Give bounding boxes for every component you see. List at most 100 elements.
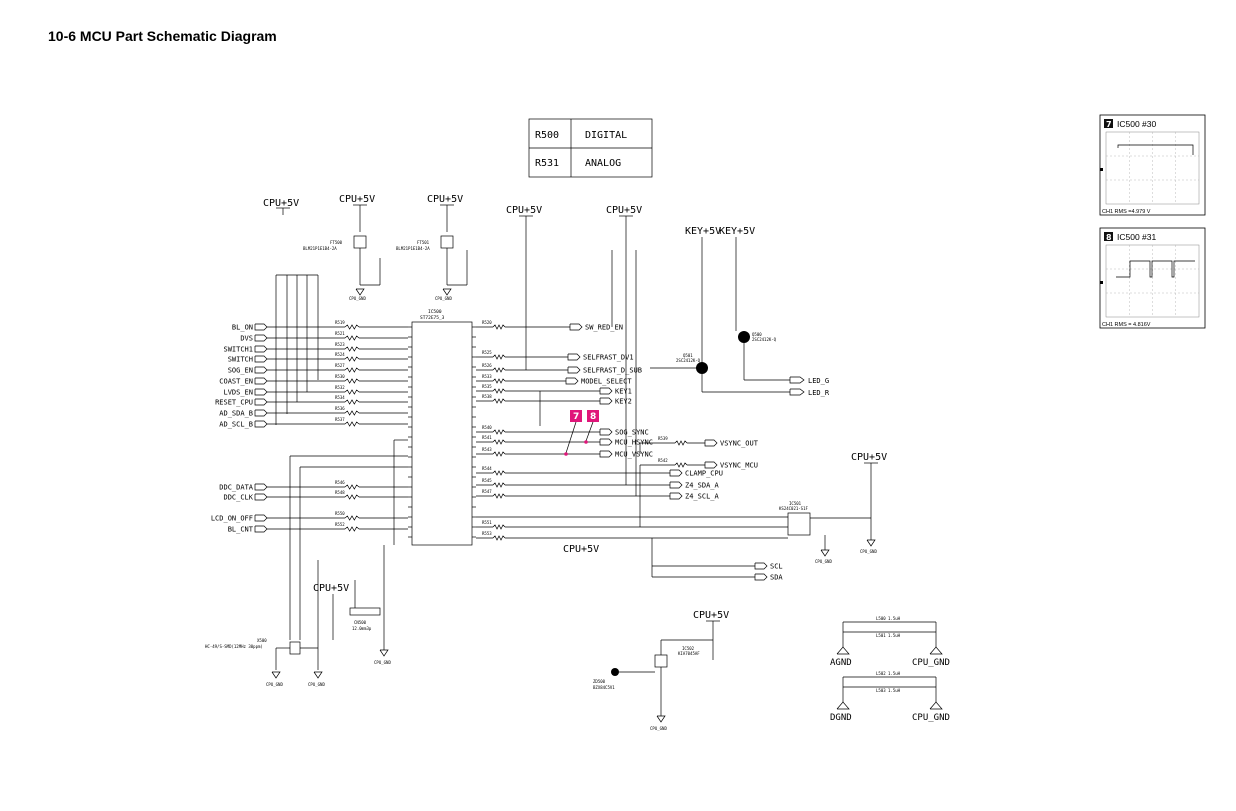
eeprom-part: KS24C021-S1F xyxy=(779,506,808,511)
resistor-r527: R527 xyxy=(335,363,345,368)
crystal-desc: HC-49/S-SMD(12MHz 30ppm) xyxy=(205,644,263,649)
ferrite-part-1: BLM21P1E1B4-2A xyxy=(303,246,337,251)
resistor-r538: R538 xyxy=(482,394,492,399)
gnd-label-2: CPU_GND xyxy=(435,296,452,301)
scope-badge xyxy=(1104,232,1113,241)
table-ref-2: R531 xyxy=(535,158,559,169)
resistor-r552: R552 xyxy=(335,522,345,527)
gnd-label-eeprom: CPU_GND xyxy=(815,559,832,564)
signal-scl: SCL xyxy=(770,563,783,571)
resistor-r548: R548 xyxy=(335,490,345,495)
signal-sog-sync: SOG_SYNC xyxy=(615,429,649,437)
ferrite-filters: FT500 BLM21P1E1B4-2A CPU_GND FT501 BLM21… xyxy=(303,235,468,301)
ic-part: ST72E75_3 xyxy=(420,315,445,321)
eeprom-block: IC501 KS24C021-S1F CPU_GND CPU_GND xyxy=(779,501,877,564)
connector-desc: 12.0mm3p xyxy=(352,626,372,631)
page-title: 10-6 MCU Part Schematic Diagram xyxy=(48,28,277,44)
signal-mcu-hsync: MCU_HSYNC xyxy=(615,439,653,447)
gnd-legend-right: CPU_GND xyxy=(912,658,950,668)
signal-model-select: MODEL_SELECT xyxy=(581,378,632,386)
signal-led-g: LED_G xyxy=(808,377,829,385)
q501-part: 2SC2412K-Q xyxy=(676,358,701,363)
resistor-r525: R525 xyxy=(482,350,492,355)
signal-z4-sda-a: Z4_SDA_A xyxy=(685,482,720,490)
scope-badge xyxy=(1104,119,1113,128)
signal-ad-scl-b: AD_SCL_B xyxy=(219,421,253,429)
table-ref-1: R500 xyxy=(535,130,559,141)
q500-part: 2SC2412K-Q xyxy=(752,337,777,342)
resistor-r547: R547 xyxy=(482,489,492,494)
reset-ic-block: IC502 KIA7045AF ZD500 BZX84C5V1 CPU_GND xyxy=(593,639,713,731)
signal-switch: SWITCH xyxy=(228,356,253,364)
resistor-r553: R553 xyxy=(482,531,492,536)
marker-8-label: 8 xyxy=(590,412,596,422)
reset-ic-part: KIA7045AF xyxy=(678,651,700,656)
eeprom-ref: IC501 xyxy=(789,501,802,506)
signal-clamp-cpu: CLAMP_CPU xyxy=(685,470,723,478)
marker-7 xyxy=(570,410,582,422)
gnd-label-x2: CPU_GND xyxy=(308,682,325,687)
table-mode-1: DIGITAL xyxy=(585,130,627,141)
selection-table: R500 DIGITAL R531 ANALOG xyxy=(528,118,653,178)
ferrite-part-2: BLM21P1E1B4-2A xyxy=(396,246,430,251)
power-label-5: CPU+5V xyxy=(606,205,642,216)
gnd-legend-right: CPU_GND xyxy=(912,713,950,723)
power-label-7: KEY+5V xyxy=(719,226,755,237)
signal-key2: KEY2 xyxy=(615,398,632,406)
zener-part: BZX84C5V1 xyxy=(593,685,615,690)
signal-key1: KEY1 xyxy=(615,388,632,396)
power-label-11: CPU+5V xyxy=(693,610,729,621)
power-label-6: KEY+5V xyxy=(685,226,721,237)
power-label-10: CPU+5V xyxy=(313,583,349,594)
signal-bl-on: BL_ON xyxy=(232,324,253,332)
left-signal-group-lower: DDC_DATAR546DDC_CLKR548LCD_ON_OFFR550BL_… xyxy=(211,439,408,640)
power-label-4: CPU+5V xyxy=(506,205,542,216)
resistor-r519: R519 xyxy=(335,320,345,325)
power-label-2: CPU+5V xyxy=(339,194,375,205)
signal-z4-scl-a: Z4_SCL_A xyxy=(685,493,720,501)
signal-ddc-clk: DDC_CLK xyxy=(223,494,253,502)
signal-sog-en: SOG_EN xyxy=(228,367,253,375)
marker-7-label: 7 xyxy=(573,412,579,422)
gnd-label-ic: CPU_GND xyxy=(374,660,391,665)
signal-vsync-mcu: VSYNC_MCU xyxy=(720,462,758,470)
resistor-r530: R530 xyxy=(335,374,345,379)
gnd-label-reset: CPU_GND xyxy=(650,726,667,731)
signal-mcu-vsync: MCU_VSYNC xyxy=(615,451,653,459)
inductor-label: L502 1.5uH xyxy=(876,671,901,676)
led-driver: Q500 2SC2412K-Q Q501 2SC2412K-Q LED_G LE… xyxy=(650,260,830,397)
signal-vsync-out: VSYNC_OUT xyxy=(720,440,759,448)
resistor-r550: R550 xyxy=(335,511,345,516)
scope-rms: CH1 RMS =4.979 V xyxy=(1102,209,1151,215)
signal-sw-red-en: SW_RED_EN xyxy=(585,324,623,332)
resistor-r523: R523 xyxy=(335,342,345,347)
signal-ad-sda-b: AD_SDA_B xyxy=(219,410,253,418)
table-mode-2: ANALOG xyxy=(585,158,621,169)
scope-badge-label: 8 xyxy=(1106,233,1112,242)
signal-dvs: DVS xyxy=(240,335,253,343)
ic-ref: IC500 xyxy=(428,309,442,315)
resistor-r520: R520 xyxy=(482,320,492,325)
reset-ic-ref: IC502 xyxy=(682,646,695,651)
mcu-ic: IC500 ST72E75_3 xyxy=(408,309,476,546)
pullup-bank-left xyxy=(275,274,319,425)
gnd-label-1: CPU_GND xyxy=(349,296,366,301)
q501-ref: Q501 xyxy=(683,353,693,358)
signal-selfrast-d-sub: SELFRAST_D_SUB xyxy=(583,367,642,375)
scope-title: IC500 #31 xyxy=(1117,232,1156,242)
signal-led-r: LED_R xyxy=(808,389,830,397)
resistor-r535: R535 xyxy=(482,384,492,389)
resistor-r533: R533 xyxy=(482,374,492,379)
resistor-r521: R521 xyxy=(335,331,345,336)
resistor-r524: R524 xyxy=(335,352,345,357)
scope-rms: CH1 RMS = 4.816V xyxy=(1102,322,1151,328)
power-rails: CPU+5V CPU+5V CPU+5V CPU+5V CPU+5V KEY+5… xyxy=(263,194,887,660)
q500-ref: Q500 xyxy=(752,332,762,337)
zener-ref: ZD500 xyxy=(593,679,606,684)
resistor-r545: R545 xyxy=(482,478,492,483)
connector-ref: CN500 xyxy=(354,620,367,625)
inductor-label: L501 1.5uH xyxy=(876,633,901,638)
resistor-r536: R536 xyxy=(335,406,345,411)
signal-selfrast-dv1: SELFRAST_DV1 xyxy=(583,354,634,362)
power-label-9: CPU+5V xyxy=(563,544,599,555)
